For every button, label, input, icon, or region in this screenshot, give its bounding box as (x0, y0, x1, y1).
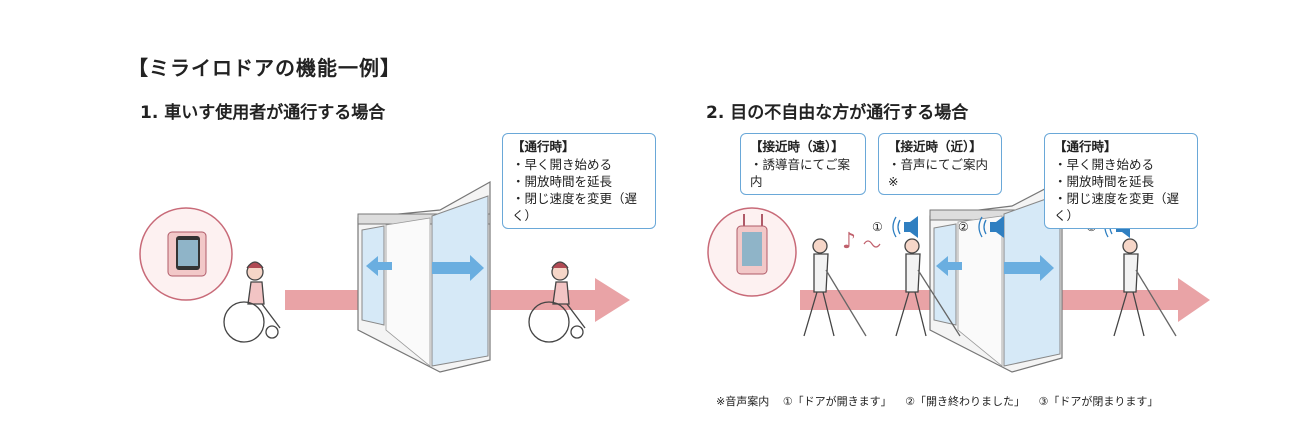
music-note-icon: ♪ (842, 229, 856, 254)
speaker-icon-2 (978, 216, 1004, 238)
marker-1: ① (872, 220, 883, 234)
wheelchair-user-a (223, 261, 281, 343)
page-title: 【ミライロドアの機能一例】 (128, 56, 401, 80)
speaker-icon-1 (892, 216, 918, 238)
phone-zoom-bubble-1 (139, 207, 233, 301)
callout-item: 音声にてご案内※ (888, 156, 992, 190)
callout-head: 【接近時（近）】 (888, 139, 982, 154)
note-item: ②「開き終わりました」 (905, 395, 1025, 408)
automatic-door-2 (929, 179, 1063, 373)
tag-zoom-bubble-2 (707, 207, 797, 297)
callout-head: 【通行時】 (1054, 139, 1117, 154)
wheelchair-user-b (528, 261, 586, 343)
callout-approach-near: 【接近時（近）】 音声にてご案内※ (878, 133, 1002, 195)
voice-guidance-note: ※音声案内 ①「ドアが開きます」 ②「開き終わりました」 ③「ドアが閉まります」 (716, 393, 1168, 409)
note-prefix: ※音声案内 (716, 395, 770, 408)
callout-item: 誘導音にてご案内 (750, 156, 856, 190)
callout-head: 【通行時】 (512, 139, 575, 154)
callout-passing-wheelchair: 【通行時】 早く開き始める 開放時間を延長 閉じ速度を変更（遅く） (502, 133, 656, 229)
callout-item: 早く開き始める (1054, 156, 1188, 173)
callout-head: 【接近時（遠）】 (750, 139, 844, 154)
walker-with-cane-2 (895, 238, 961, 337)
callout-item: 開放時間を延長 (1054, 173, 1188, 190)
callout-item: 早く開き始める (512, 156, 646, 173)
note-item: ③「ドアが閉まります」 (1038, 395, 1159, 408)
callout-item: 閉じ速度を変更（遅く） (1054, 190, 1188, 224)
callout-approach-far: 【接近時（遠）】 誘導音にてご案内 (740, 133, 866, 195)
walker-with-cane-3 (1113, 238, 1177, 337)
marker-2: ② (958, 220, 969, 234)
section1-title: 1. 車いす使用者が通行する場合 (140, 103, 386, 123)
section2-title: 2. 目の不自由な方が通行する場合 (706, 103, 969, 123)
automatic-door-1 (357, 180, 491, 373)
callout-item: 閉じ速度を変更（遅く） (512, 190, 646, 224)
callout-item: 開放時間を延長 (512, 173, 646, 190)
walker-with-cane-1 (803, 238, 867, 337)
callout-passing-visual: 【通行時】 早く開き始める 開放時間を延長 閉じ速度を変更（遅く） (1044, 133, 1198, 229)
note-item: ①「ドアが開きます」 (782, 395, 892, 408)
